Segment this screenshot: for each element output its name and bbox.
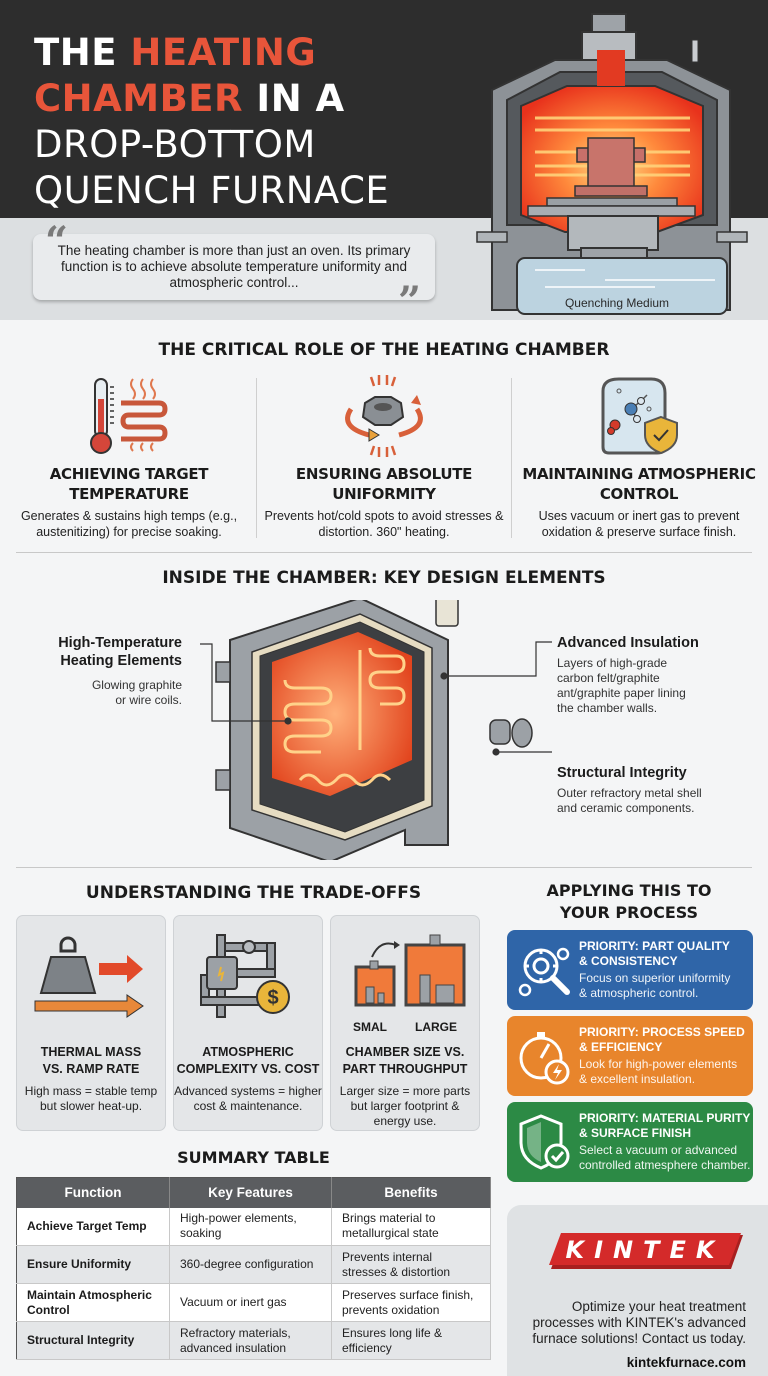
furnace-cutaway-illustration: Quenching Medium [476,13,748,315]
table-row: Maintain Atmospheric Control Vacuum or i… [16,1283,491,1322]
column-divider [256,378,257,538]
small-label: SMAL [353,1020,387,1034]
priority-card-purity: PRIORITY: MATERIAL PURITY& SURFACE FINIS… [507,1102,753,1182]
thermometer-heating-coil-icon [90,378,168,454]
section-title-summary: SUMMARY TABLE [177,1148,330,1167]
svg-text:KINTEK: KINTEK [566,1236,725,1264]
table-row: Achieve Target Temp High-power elements,… [16,1207,491,1246]
column-divider [511,378,512,538]
column-header: Key Features [169,1177,332,1208]
rotating-part-uniform-heat-icon [345,375,423,457]
table-row: Ensure Uniformity 360-degree configurati… [16,1245,491,1284]
shield-check-icon [519,1114,570,1170]
brand-website-link[interactable]: kintekfurnace.com [626,1355,746,1370]
pipes-valve-cost-icon: $ [200,934,290,1018]
table-header-row: Function Key Features Benefits [16,1177,491,1208]
callout-structural-title: Structural Integrity [557,765,687,781]
priority-card-speed: PRIORITY: PROCESS SPEED& EFFICIENCY Look… [507,1016,753,1096]
column-header: Benefits [331,1177,491,1208]
kintek-logo: KINTEK [549,1233,743,1269]
close-quote-icon: ” [398,278,422,325]
section-title-tradeoffs: UNDERSTANDING THE TRADE-OFFS [85,883,422,903]
weight-arrows-icon [34,936,144,1018]
large-label: LARGE [415,1020,457,1034]
stopwatch-lightning-icon [519,1032,570,1085]
section-divider [16,552,752,553]
page-title: THE HEATING CHAMBER IN A DROP-BOTTOM QUE… [34,31,390,212]
section-divider [16,867,752,868]
section-title-design-elements: INSIDE THE CHAMBER: KEY DESIGN ELEMENTS [162,568,606,588]
svg-text:Quenching Medium: Quenching Medium [565,296,669,310]
open-quote-icon: “ [45,218,69,265]
brand-message: Optimize your heat treatment processes w… [532,1299,746,1346]
table-row: Structural Integrity Refractory material… [16,1321,491,1360]
intro-quote: The heating chamber is more than just an… [33,234,435,300]
section-title-critical-role: THE CRITICAL ROLE OF THE HEATING CHAMBER [158,340,610,360]
tradeoff-card-chamber-size: SMAL LARGE CHAMBER SIZE VS.PART THROUGHP… [330,915,480,1131]
chamber-cutaway-diagram [200,600,552,860]
priority-card-quality: PRIORITY: PART QUALITY& CONSISTENCY Focu… [507,930,753,1010]
svg-text:$: $ [267,987,278,1009]
atmosphere-molecule-shield-icon [601,377,678,455]
callout-insulation-title: Advanced Insulation [557,635,699,651]
summary-table: Function Key Features Benefits Achieve T… [16,1177,491,1360]
small-large-chamber-icon [354,934,466,1007]
column-header: Function [16,1177,170,1208]
brand-panel: KINTEK Optimize your heat treatment proc… [507,1205,768,1376]
gears-magnifier-icon [518,947,570,997]
